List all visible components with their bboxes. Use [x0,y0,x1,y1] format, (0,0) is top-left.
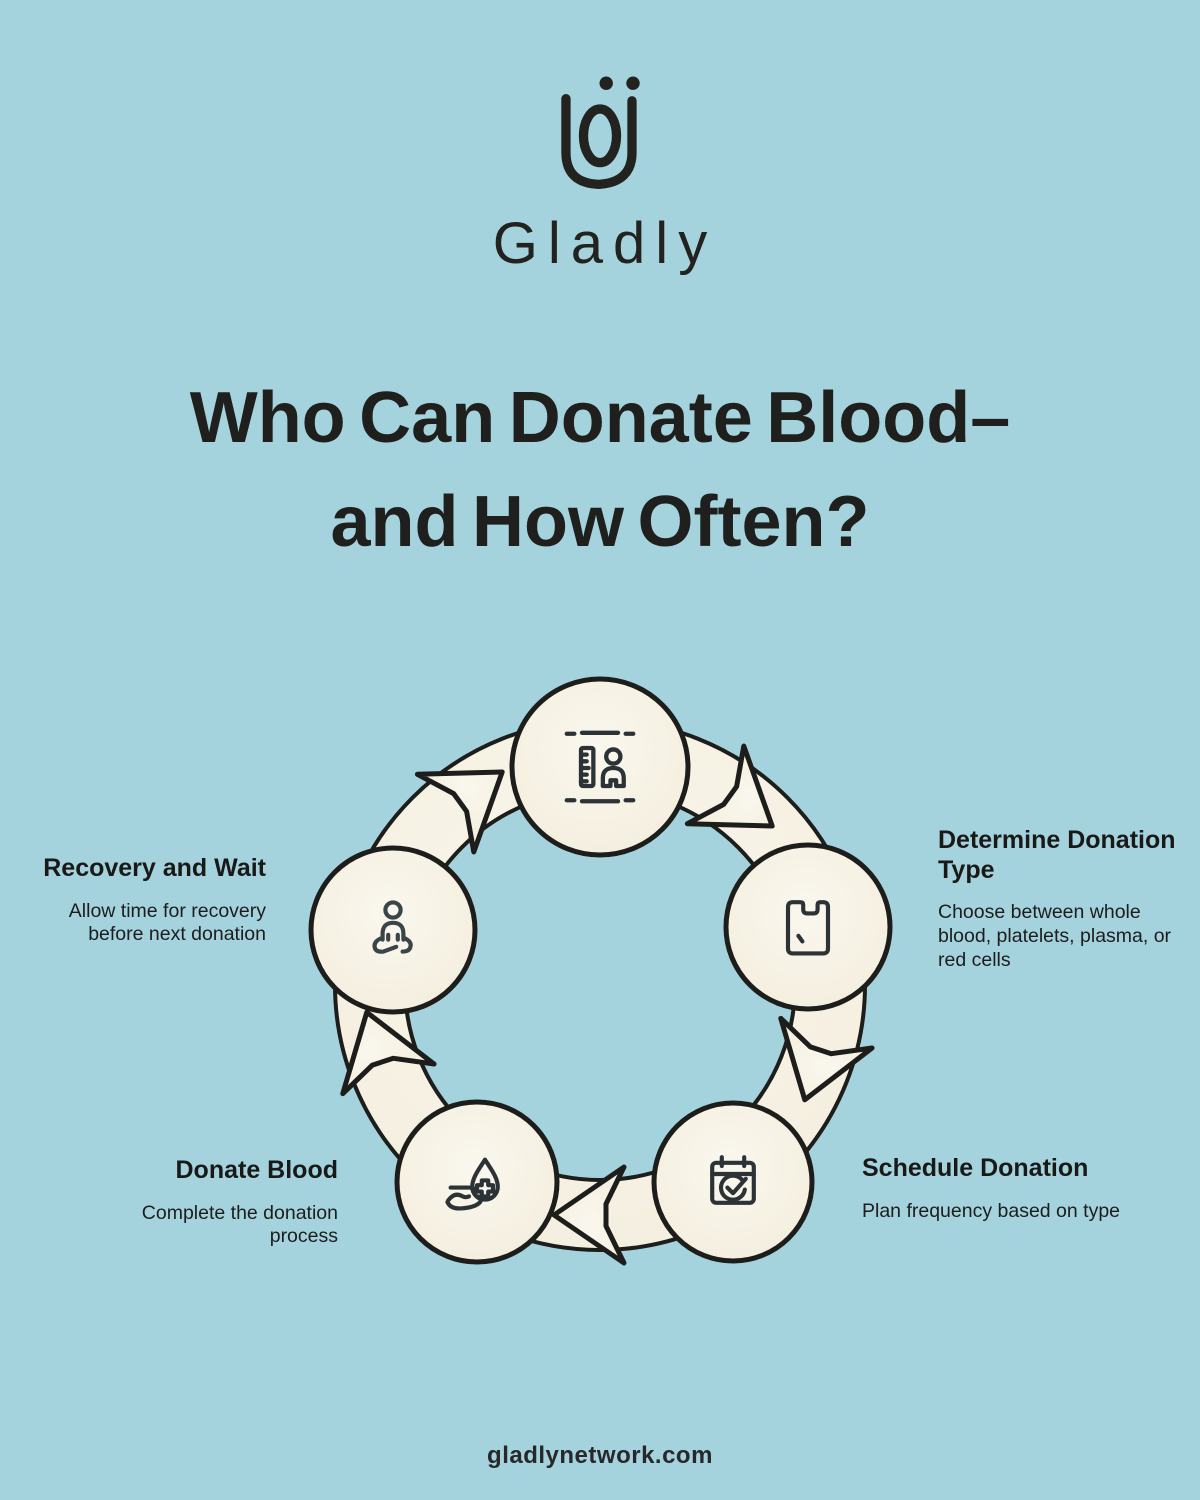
hand-blood-drop-icon [445,1157,500,1211]
title-line-1: Who Can Donate Blood– [189,378,1011,458]
step-description: Allow time for recovery before next dona… [68,899,266,946]
brand-header: Gladly [0,76,1200,277]
cycle-nodes [308,676,893,1265]
footer-website: gladlynetwork.com [487,1442,713,1469]
calendar-check-icon [710,1155,756,1205]
page-title: Who Can Donate Blood– and How Often? [0,366,1200,575]
step-text-recovery: Recovery and Wait Allow time for recover… [16,854,266,947]
blood-bag-icon [785,900,831,956]
step-circle-donate [394,1099,560,1265]
step-circle-determine [723,842,893,1012]
step-description: Complete the donation process [141,1201,338,1248]
title-line-2: and How Often? [330,482,870,563]
height-measure-person-icon [564,730,636,804]
step-circle-recovery [308,845,478,1015]
step-heading: Donate Blood [175,1156,339,1184]
step-heading: Recovery and Wait [43,854,266,882]
step-description: Plan frequency based on type [862,1199,1121,1222]
meditating-person-icon [372,900,413,954]
step-text-donate: Donate Blood Complete the donation proce… [90,1156,338,1249]
step-heading: Schedule Donation [862,1154,1089,1182]
step-text-determine: Determine Donation Type Choose between w… [938,826,1190,972]
step-text-schedule: Schedule Donation Plan frequency based o… [862,1154,1134,1223]
step-circle-schedule [651,1100,815,1264]
step-description: Choose between whole blood, platelets, p… [938,901,1172,971]
brand-wordmark: Gladly [492,211,718,276]
step-heading: Determine Donation Type [938,826,1176,884]
step-circle-eligibility [509,676,691,858]
gladly-monogram-icon [561,76,640,189]
